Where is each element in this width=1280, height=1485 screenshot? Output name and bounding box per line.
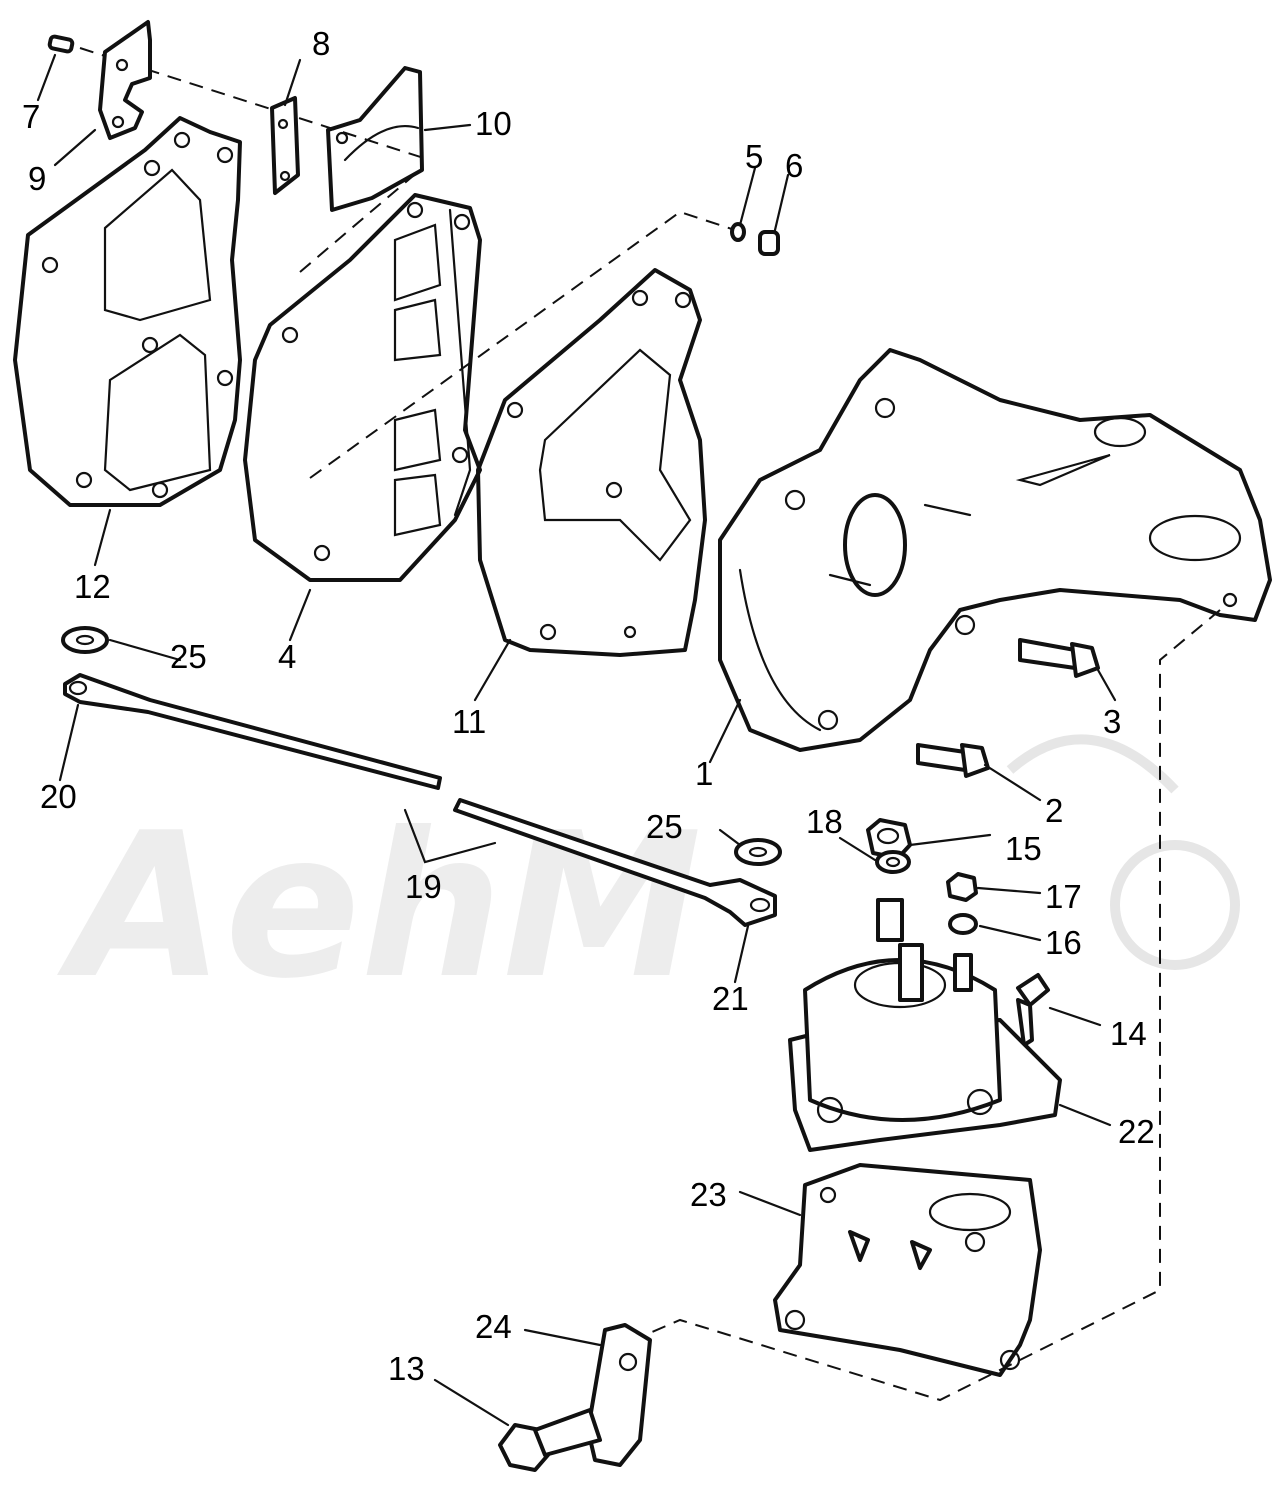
callout-21: 21 [712, 980, 749, 1017]
part-25-washer-top [61, 626, 109, 654]
callout-7: 7 [22, 98, 40, 135]
callout-15: 15 [1005, 830, 1042, 867]
callout-19: 19 [405, 868, 442, 905]
callout-10: 10 [475, 105, 512, 142]
part-13-bolt [498, 1408, 602, 1472]
part-25-washer-mid [734, 838, 782, 866]
callout-13: 13 [388, 1350, 425, 1387]
callout-18: 18 [806, 803, 843, 840]
part-17-nut [946, 872, 978, 902]
callout-17: 17 [1045, 878, 1082, 915]
part-6-nut [758, 230, 780, 256]
callout-20: 20 [40, 778, 77, 815]
callout-labels: 7 8 9 10 5 6 12 4 25 11 3 1 20 2 25 18 1… [22, 25, 1155, 1387]
part-22-solenoid [788, 898, 1062, 1152]
callout-3: 3 [1103, 703, 1121, 740]
callout-16: 16 [1045, 924, 1082, 961]
part-24-clip [586, 1323, 652, 1467]
callout-25-mid: 25 [646, 808, 683, 845]
part-21-cable [453, 798, 777, 927]
callout-4: 4 [278, 638, 296, 675]
callout-9: 9 [28, 160, 46, 197]
part-5-washer [730, 222, 746, 242]
part-9-bracket [98, 20, 152, 140]
watermark: AehM [57, 734, 1240, 1023]
part-7-screw [47, 34, 75, 54]
part-8-plate [270, 96, 300, 195]
part-15-nut [866, 818, 912, 860]
part-1-housing [718, 348, 1272, 752]
callout-11: 11 [452, 703, 486, 740]
callout-12: 12 [74, 568, 111, 605]
callout-14: 14 [1110, 1015, 1147, 1052]
part-16-washer [948, 913, 978, 935]
part-20-cable [63, 673, 442, 790]
part-11-gasket [476, 268, 707, 657]
part-12-gasket [13, 116, 242, 507]
callout-23: 23 [690, 1176, 727, 1213]
callout-5: 5 [745, 138, 763, 175]
callout-22: 22 [1118, 1113, 1155, 1150]
leader-lines [36, 53, 1117, 1427]
part-2-bolt [916, 743, 990, 778]
assembly-lines [79, 47, 1221, 1402]
callout-24: 24 [475, 1308, 512, 1345]
watermark-wheel [1110, 840, 1240, 970]
watermark-text: AehM [57, 790, 702, 1023]
part-18-lockwasher [875, 850, 911, 874]
part-10-reed [326, 66, 424, 212]
watermark-frame [1006, 734, 1179, 794]
part-4-reed-plate [243, 193, 482, 582]
part-3-bolt [1018, 638, 1100, 678]
callout-2: 2 [1045, 792, 1063, 829]
part-23-bracket [773, 1163, 1042, 1377]
part-14-screw [1016, 973, 1050, 1047]
callout-25-top: 25 [170, 638, 207, 675]
callout-8: 8 [312, 25, 330, 62]
callout-6: 6 [785, 147, 803, 184]
callout-1: 1 [695, 755, 713, 792]
